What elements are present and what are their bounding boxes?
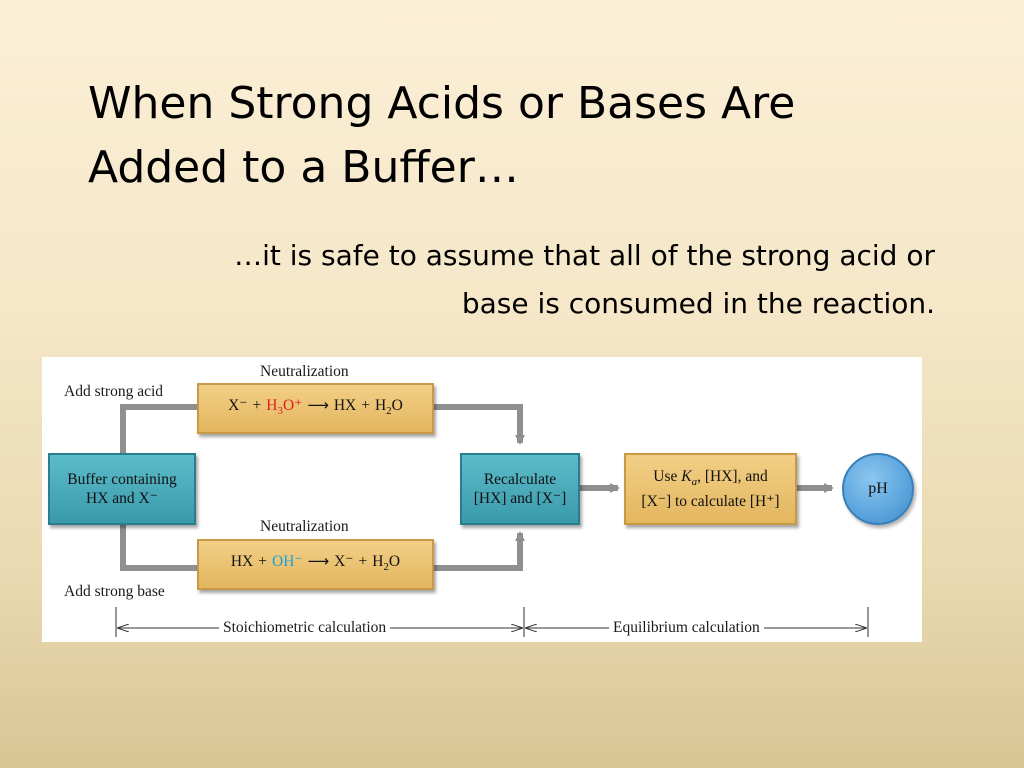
recalculate-box-line-2: [HX] and [X⁻] [473,490,567,507]
recalculate-box-line-1: Recalculate [483,471,557,488]
neutralization-label-top: Neutralization [260,363,349,380]
use-ka-box: Use Ka, [HX], and [X⁻] to calculate [H⁺] [624,453,797,525]
acid-plus-1: + [252,396,262,414]
buffer-box-line-2: HX and X⁻ [86,490,158,507]
title-line-1: When Strong Acids or Bases Are [88,78,796,129]
buffer-box: Buffer containing HX and X⁻ [48,453,196,525]
ph-label: pH [868,480,888,497]
reaction-arrow-icon: ⟶ [307,551,330,570]
base-reactant-hx: HX [230,552,254,570]
neutralization-label-bottom: Neutralization [260,518,349,535]
subtitle-line-2: base is consumed in the reaction. [461,287,935,320]
use-ka-line-2: [X⁻] to calculate [H⁺] [641,493,780,511]
hydronium-ion: H3O⁺ [266,396,303,418]
acid-to-recalc-arrow [434,404,525,445]
base-neutralization-box: HX + OH⁻ ⟶ X⁻ + H2O [197,539,434,590]
add-strong-base-label: Add strong base [64,583,165,600]
recalculate-box: Recalculate [HX] and [X⁻] [460,453,580,525]
equilibrium-calculation-label: Equilibrium calculation [609,619,764,637]
add-strong-acid-label: Add strong acid [64,383,164,400]
acid-product-hx: HX [333,396,357,414]
base-product-water: H2O [372,552,401,574]
acid-neutralization-box: X⁻ + H3O⁺ ⟶ HX + H2O [197,383,434,434]
reaction-arrow-icon: ⟶ [307,395,329,414]
hydroxide-ion: OH⁻ [272,552,303,570]
stoichiometric-calculation-label: Stoichiometric calculation [219,619,391,637]
base-to-recalc-arrow [434,531,525,571]
ph-circle: pH [842,453,914,525]
buffer-box-line-1: Buffer containing [67,471,177,488]
base-plus-1: + [258,552,267,570]
slide-subtitle: …it is safe to assume that all of the st… [120,232,935,328]
buffer-flow-diagram: Neutralization Add strong acid Neutraliz… [42,357,922,642]
acid-reaction-equation: X⁻ + H3O⁺ ⟶ HX + H2O [228,396,403,421]
base-plus-2: + [358,552,368,570]
slide-title: When Strong Acids or Bases Are Added to … [88,72,948,200]
acid-reactant-x-minus: X⁻ [228,396,248,414]
buffer-to-acid-connector [120,404,197,453]
subtitle-line-1: …it is safe to assume that all of the st… [234,239,935,272]
base-reaction-equation: HX + OH⁻ ⟶ X⁻ + H2O [231,552,400,577]
use-ka-line-1: Use Ka, [HX], and [653,467,768,489]
buffer-to-base-connector [120,525,197,571]
title-line-2: Added to a Buffer… [88,142,519,193]
connector-arrows [115,404,869,637]
base-product-x-minus: X⁻ [334,552,354,570]
acid-plus-2: + [361,396,370,414]
acid-product-water: H2O [374,396,403,418]
